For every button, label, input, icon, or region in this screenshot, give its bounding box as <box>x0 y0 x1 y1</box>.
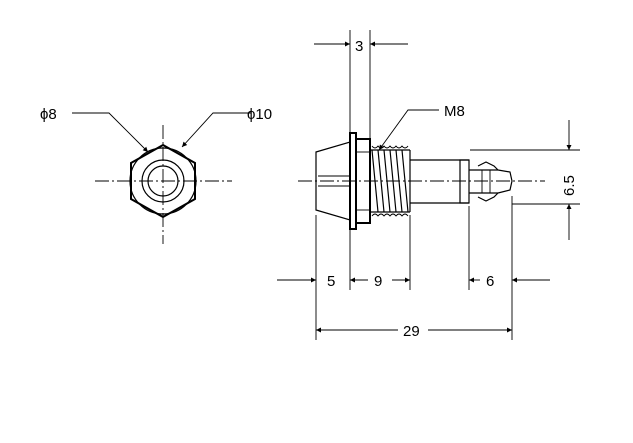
thread-label: M8 <box>444 103 465 120</box>
inner-diameter-label: ϕ8 <box>40 106 57 123</box>
dim-top-label: 3 <box>355 38 363 55</box>
dim-bezel-label: 5 <box>327 273 335 290</box>
outer-diameter-leader <box>181 112 251 148</box>
dim-height-label: 6.5 <box>561 175 578 196</box>
outer-diameter-label: ϕ10 <box>247 106 272 123</box>
thread-leader <box>378 109 439 151</box>
bezel-circle <box>141 159 185 203</box>
dim-total-label: 29 <box>403 323 420 340</box>
hex-nut-outline <box>130 143 196 219</box>
dim-thread-label: 9 <box>374 273 382 290</box>
panel-nut <box>355 138 371 224</box>
housing-end-cap <box>459 159 470 204</box>
terminals <box>469 161 513 202</box>
lens-circle <box>147 165 179 197</box>
thread-section <box>370 145 411 217</box>
dim-terminal-label: 6 <box>486 273 494 290</box>
outer-circle <box>129 147 197 215</box>
inner-diameter-leader <box>72 112 149 153</box>
front-view: ϕ8 ϕ10 <box>40 106 272 244</box>
side-view: 3 5 9 6 29 6.5 M8 <box>277 30 580 340</box>
